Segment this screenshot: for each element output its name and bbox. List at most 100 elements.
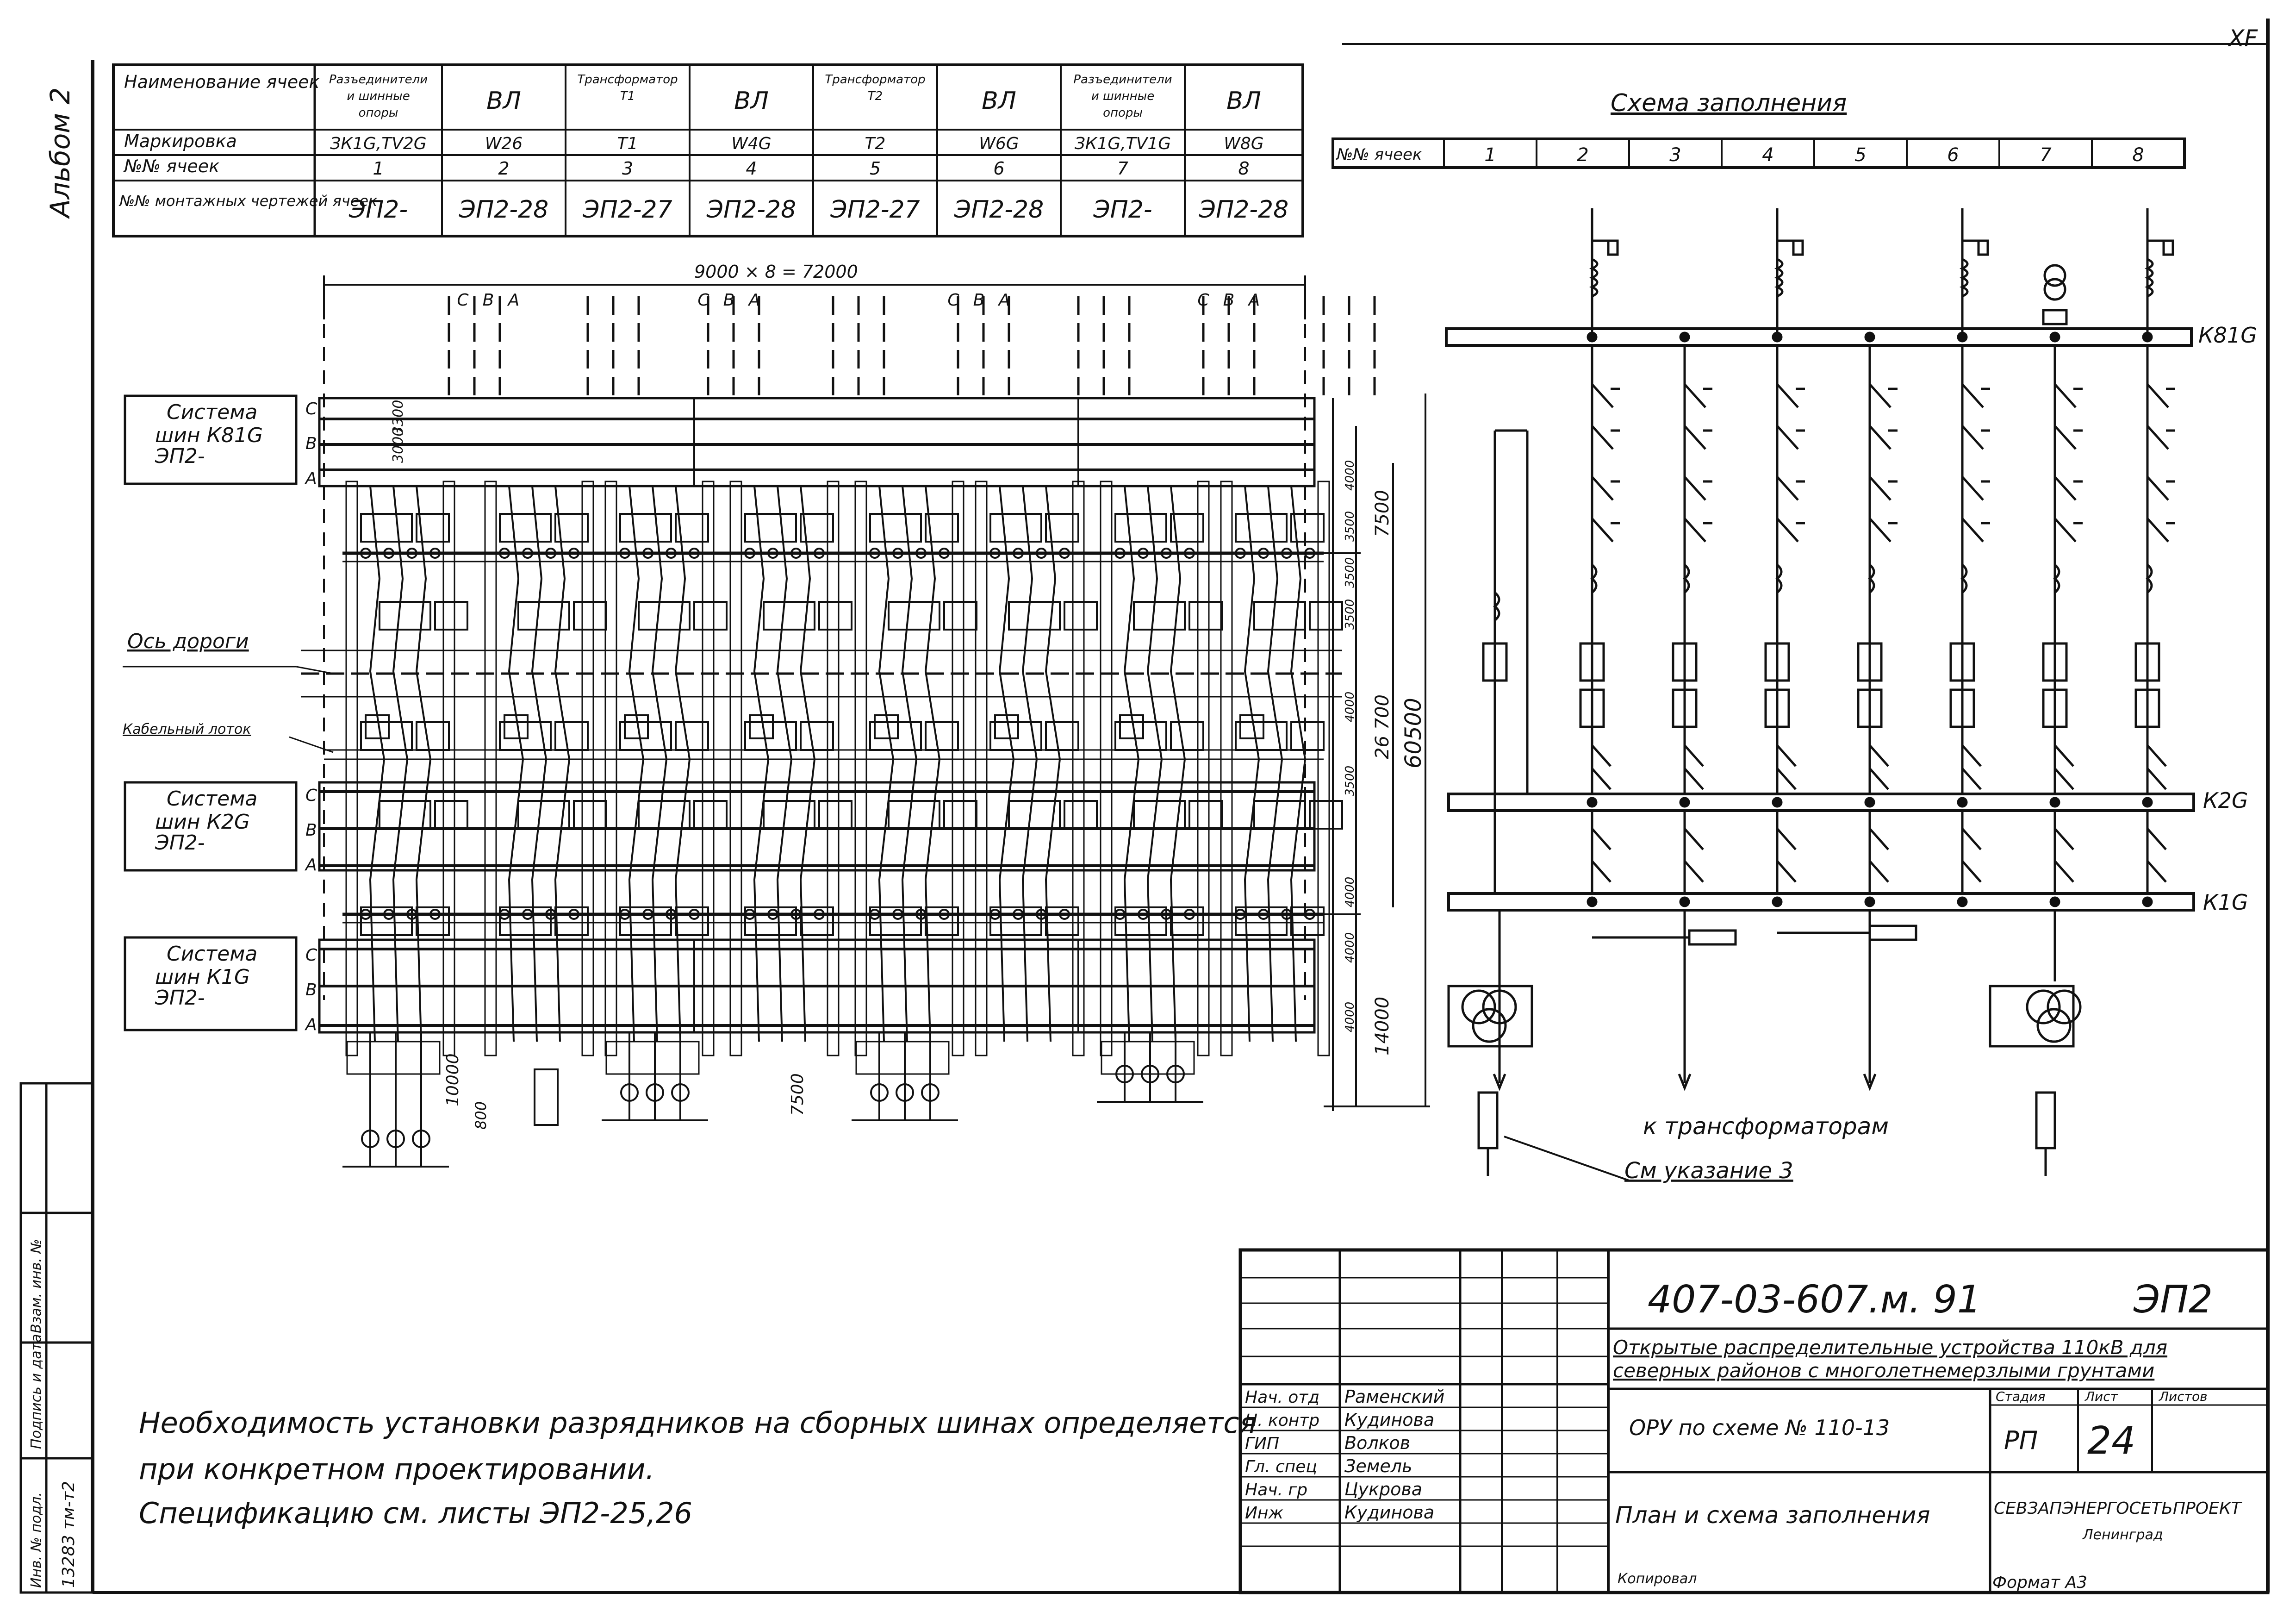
row-header-name: Наименование ячеек [124,72,319,92]
cell-name-1: и шинные [347,89,410,103]
scheme-cell-7 [2042,264,2083,907]
scheme-cell-num-5: 5 [1854,144,1866,166]
bus-system-k1g-line1: Система [167,942,257,966]
bus-system-k1g-line3: ЭП2- [155,986,205,1010]
scheme-cell-2 [1579,208,1620,907]
cell-drawing-3: ЭП2-27 [582,196,672,224]
scheme-row-label: №№ ячеек [1336,145,1422,164]
cell-drawing-4: ЭП2-28 [706,196,796,224]
stage-label: Стадия [1996,1389,2045,1404]
plan-phase-left-1-1: В [305,821,317,840]
bus-system-k81g-line2: шин К81G [155,424,263,447]
scheme-cell-5 [1857,331,1898,1091]
plan-phase-top-3-2: А [1248,291,1260,310]
plan-phase-left-1-2: А [305,856,317,874]
scheme-cell-num-1: 1 [1484,144,1496,166]
bus-system-k2g-line2: шин К2G [155,810,250,834]
dim-10000: 10000 [443,1053,462,1106]
plan-phase-top-3-1: В [1223,291,1235,310]
city: Ленинград [2082,1527,2163,1543]
cell-mark-7: ЗК1G,TV1G [1075,134,1171,153]
bus-system-k1g-line2: шин К1G [155,965,250,989]
plan-cell-3 [604,296,760,1056]
cell-mark-8: W8G [1224,134,1263,153]
scheme-link-1 [1688,929,1737,946]
scheme-cell-4 [1764,208,1805,907]
scheme-cell-8 [2134,208,2175,907]
plan-phase-left-1-0: С [305,786,317,805]
scheme-name: ОРУ по схеме № 110-13 [1629,1415,1890,1440]
scheme-title: Схема заполнения [1611,89,1847,117]
corner-mark: XF [2227,25,2258,52]
plan-right-dim-8: 4000 [1343,932,1357,963]
sheet-label: Лист [2084,1389,2118,1404]
cell-num-7: 7 [1117,158,1128,179]
side-stamp [19,1082,94,1594]
cell-num-2: 2 [498,158,509,179]
cell-name-7: и шинные [1091,89,1154,103]
cell-table [112,63,1304,237]
plan-phase-left-2-0: С [305,946,317,965]
signature-name-1: Раменский [1344,1387,1444,1407]
row-header-drawing: №№ монтажных чертежей ячеек [118,192,378,210]
signature-role-2: Н. контр [1245,1411,1319,1430]
plan-phase-top-2-0: С [947,291,959,310]
plan-right-dim-7: 4000 [1343,877,1357,907]
plan-cell-7 [1100,296,1256,1056]
title-block-frame [1238,1248,2270,1594]
signature-name-5: Цукрова [1344,1479,1422,1499]
organization: СЕВЗАПЭНЕРГОСЕТЬПРОЕКТ [1994,1499,2242,1518]
note-line-3: Спецификацию см. листы ЭП2-25,26 [139,1496,692,1530]
note-line-2: при конкретном проектировании. [139,1452,654,1486]
signature-role-6: Инж [1245,1504,1283,1523]
plan-phase-left-0-2: А [305,469,317,488]
plan-phase-top-2-2: А [998,291,1010,310]
plan-phase-top-0-0: С [457,291,469,310]
bus-system-k2g-line1: Система [167,787,257,811]
cell-num-8: 8 [1238,158,1249,179]
cell-drawing-1: ЭП2- [348,196,408,224]
plan-phase-left-0-0: С [305,400,317,418]
scheme-cell-num-6: 6 [1947,144,1959,166]
dim-26700: 26 700 [1372,694,1393,759]
plan-right-dim-9: 4000 [1343,1002,1357,1032]
stamp-sign-label: Подпись и дата [28,1334,44,1449]
cell-num-3: 3 [622,158,633,179]
plan-right-dim-3: 3500 [1343,557,1357,588]
signature-role-1: Нач. отд [1245,1388,1319,1407]
cell-name-5: Т2 [868,89,883,103]
plan-outgoing-1 [342,1032,449,1168]
stamp-inv-number: 13283 тм-т2 [59,1481,78,1588]
signature-role-5: Нач. гр [1245,1480,1307,1499]
signature-role-4: Гл. спец [1245,1457,1317,1476]
dim-7500-bottom: 7500 [788,1073,807,1116]
cell-mark-3: Т1 [617,134,638,153]
cell-mark-1: ЗК1G,TV2G [330,134,426,153]
row-header-mark: Маркировка [124,131,237,151]
cell-num-4: 4 [746,158,757,179]
signature-name-6: Кудинова [1344,1502,1434,1523]
sheets-label: Листов [2159,1389,2208,1404]
plan-phase-left-2-1: В [305,981,317,999]
plan-view [301,275,1430,1111]
stamp-inv-label: Инв. № подл. [28,1492,44,1588]
cell-mark-6: W6G [979,134,1019,153]
scheme-header: Схема заполнения №№ ячеек [1332,89,2186,169]
bus-system-k81g-line1: Система [167,400,257,424]
scheme-cell-num-3: 3 [1669,144,1681,166]
sheet-code: ЭП2 [2133,1278,2213,1322]
cell-mark-4: W4G [731,134,771,153]
plan-phase-left-2-2: А [305,1015,317,1034]
plan-cell-1 [345,296,501,1056]
see-note-label: См указание 3 [1624,1158,1793,1184]
scheme-cell-3 [1672,331,1712,1091]
note-line-1: Необходимость установки разрядников на с… [139,1406,1257,1440]
scheme-cell-num-4: 4 [1762,144,1773,166]
plan-phase-top-1-1: В [723,291,735,310]
cell-drawing-2: ЭП2-28 [459,196,548,224]
plan-phase-top-2-1: В [973,291,985,310]
cell-name-7: опоры [1103,106,1143,120]
plan-outgoing-2 [602,1032,708,1121]
plan-right-dim-6: 3500 [1343,766,1357,796]
cell-name-6: ВЛ [982,87,1016,115]
